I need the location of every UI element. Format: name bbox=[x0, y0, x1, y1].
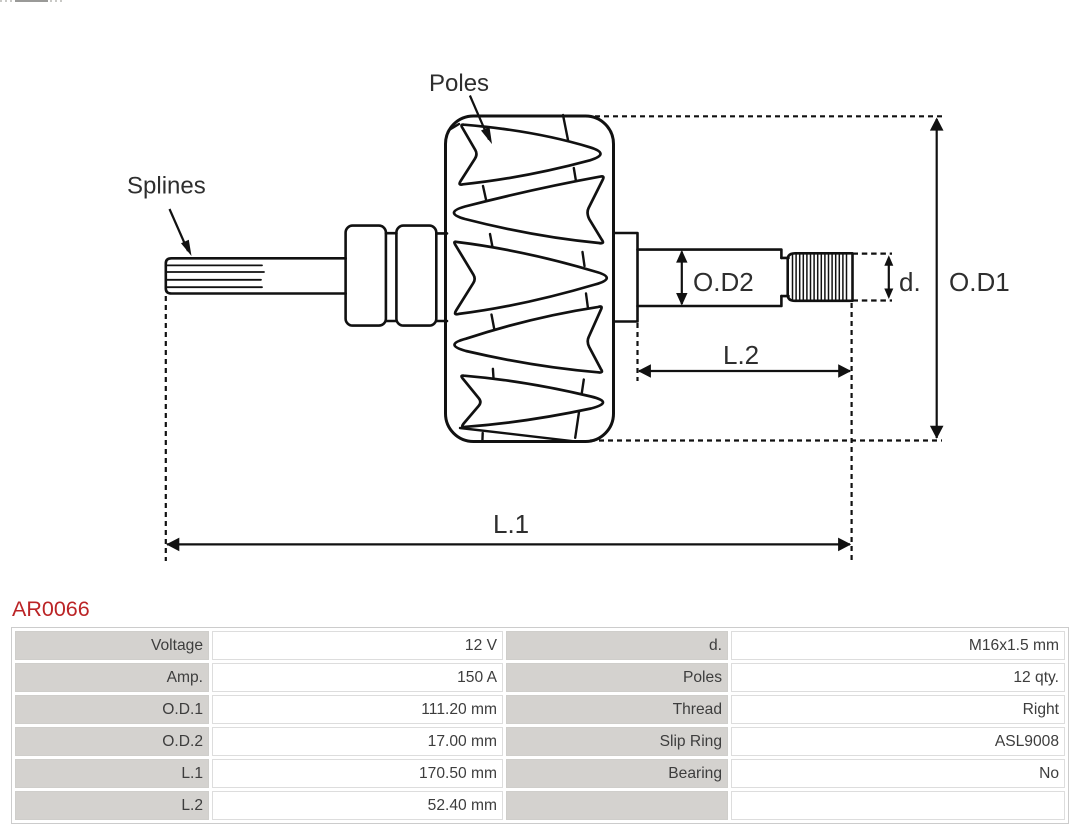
svg-text:Splines: Splines bbox=[127, 173, 206, 200]
svg-text:Poles: Poles bbox=[429, 70, 489, 97]
svg-text:O.D2: O.D2 bbox=[693, 267, 754, 297]
svg-text:d.: d. bbox=[899, 267, 921, 297]
svg-text:L.1: L.1 bbox=[493, 509, 529, 539]
svg-text:O.D1: O.D1 bbox=[949, 267, 1010, 297]
svg-text:L.2: L.2 bbox=[723, 340, 759, 370]
